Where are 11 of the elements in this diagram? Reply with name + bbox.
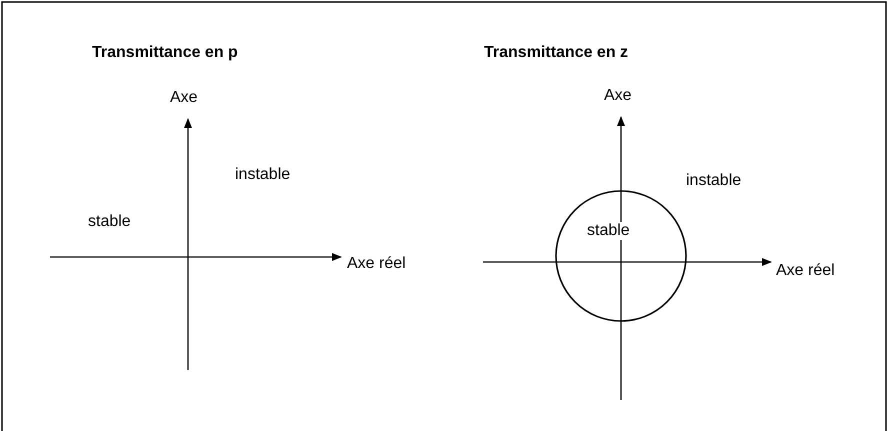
axis-label: Axe — [604, 87, 632, 105]
region-label: stable — [587, 222, 630, 240]
region-label: instable — [686, 172, 742, 190]
axis-label: Axe réel — [776, 262, 835, 280]
heading: Transmittance en z — [484, 44, 628, 62]
heading: Transmittance en p — [92, 44, 238, 62]
unit-circle — [555, 190, 687, 322]
axis-label: Axe réel — [347, 255, 406, 273]
region-label: stable — [88, 213, 131, 231]
axis-label: Axe — [170, 89, 198, 107]
region-label: instable — [235, 166, 290, 184]
